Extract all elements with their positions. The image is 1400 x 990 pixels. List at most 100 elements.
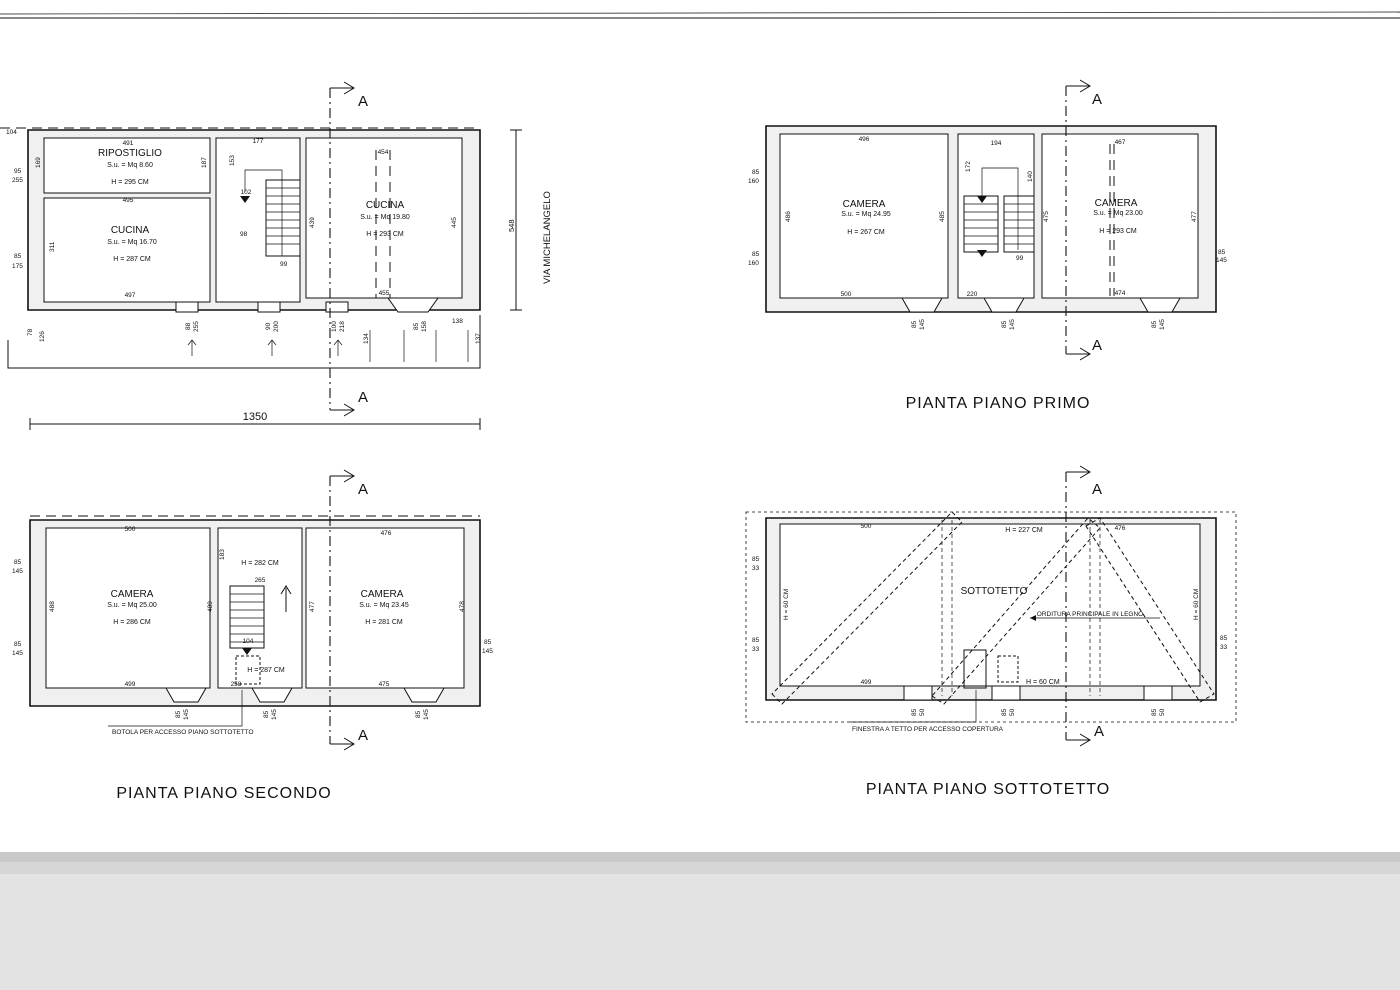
- room-area: S.u. = Mq 23.45: [359, 602, 409, 609]
- wall-height: H = 60 CM: [783, 589, 790, 620]
- room-name: CAMERA: [843, 199, 886, 210]
- dimension: 500: [861, 523, 872, 530]
- dimension: 104: [243, 638, 254, 645]
- room-height: H = 287 CM: [113, 256, 151, 263]
- section-mark-A: A: [358, 481, 368, 498]
- dimension: 85: [263, 710, 270, 718]
- dimension: 478: [459, 601, 466, 612]
- room-area: S.u. = Mq 23.00: [1093, 210, 1143, 217]
- dimension: 153: [229, 155, 236, 166]
- section-mark-A: A: [358, 727, 368, 744]
- ground-floor-plan: RIPOSTIGLIO S.u. = Mq 8.60 H = 295 CM CU…: [0, 81, 553, 430]
- dimension: 145: [1159, 319, 1166, 330]
- dimension: 177: [253, 138, 264, 145]
- dimension: 500: [125, 526, 136, 533]
- dimension: 85: [752, 251, 760, 258]
- dimension: 33: [752, 646, 760, 653]
- dimension: 477: [309, 601, 316, 612]
- stair-height: H = 282 CM: [241, 560, 279, 567]
- dimension: 172: [965, 161, 972, 172]
- room-area: S.u. = Mq 19.80: [360, 214, 410, 221]
- dimension: 78: [27, 328, 34, 336]
- dimension: 85: [484, 639, 492, 646]
- dimension: 311: [49, 241, 56, 252]
- dimension: 158: [421, 321, 428, 332]
- dimension: 200: [273, 321, 280, 332]
- dimension: 99: [280, 261, 288, 268]
- section-mark-A: A: [1092, 481, 1102, 498]
- room-height: H = 267 CM: [847, 229, 885, 236]
- dimension: 33: [1220, 644, 1228, 651]
- room-name: RIPOSTIGLIO: [98, 148, 162, 159]
- dimension: 495: [123, 197, 134, 204]
- dimension: 145: [482, 648, 493, 655]
- dimension: 85: [175, 710, 182, 718]
- dimension: 486: [785, 211, 792, 222]
- dimension: 85: [14, 641, 22, 648]
- dimension: 85: [1151, 708, 1158, 716]
- room-height: H = 295 CM: [111, 179, 149, 186]
- dimension-total-width: 1350: [243, 411, 267, 423]
- dimension: 99: [1016, 255, 1024, 262]
- dimension: 467: [1115, 139, 1126, 146]
- dimension: 160: [748, 178, 759, 185]
- dimension: 488: [49, 601, 56, 612]
- plan-title: PIANTA PIANO SOTTOTETTO: [866, 781, 1110, 798]
- dimension: 500: [841, 291, 852, 298]
- second-floor-plan: CAMERA S.u. = Mq 25.00 H = 286 CM CAMERA…: [12, 469, 493, 802]
- dimension: 187: [201, 157, 208, 168]
- dimension: 489: [207, 601, 214, 612]
- dimension: 160: [748, 260, 759, 267]
- dimension: 485: [939, 211, 946, 222]
- dimension: 445: [451, 217, 458, 228]
- roof-window-note: FINESTRA A TETTO PER ACCESSO COPERTURA: [852, 726, 1004, 733]
- dimension: 255: [12, 177, 23, 184]
- dimension: 497: [125, 292, 136, 299]
- room-height: H = 286 CM: [113, 619, 151, 626]
- section-mark-A: A: [358, 389, 368, 406]
- dimension: 491: [123, 140, 134, 147]
- dimension: 85: [752, 637, 760, 644]
- dimension: 90: [265, 322, 272, 330]
- dimension: 85: [752, 169, 760, 176]
- dimension: 218: [339, 321, 346, 332]
- attic-plan: SOTTOTETTO H = 227 CM ORDITURA PRINCIPAL…: [745, 465, 1237, 798]
- beam-label: ORDITURA PRINCIPALE IN LEGNO: [1037, 611, 1143, 618]
- dimension: 145: [1216, 257, 1227, 264]
- street-label: VIA MICHELANGELO: [542, 191, 553, 284]
- dimension: 100: [331, 321, 338, 332]
- dimension: 499: [861, 679, 872, 686]
- plan-title: PIANTA PIANO PRIMO: [906, 395, 1091, 412]
- dimension: 475: [379, 681, 390, 688]
- dimension: 455: [379, 290, 390, 297]
- stairs: [240, 169, 301, 257]
- dimension: 194: [991, 140, 1002, 147]
- dimension: 476: [1115, 525, 1126, 532]
- dimension: 102: [241, 189, 252, 196]
- roof-beams: [771, 511, 1215, 705]
- dimension: 477: [1191, 211, 1198, 222]
- room-name: CUCINA: [366, 200, 405, 211]
- dimension: 145: [271, 709, 278, 720]
- dimension: 85: [911, 708, 918, 716]
- room-name: CUCINA: [111, 225, 150, 236]
- dimension: 137: [475, 333, 482, 344]
- room-area: S.u. = Mq 8.60: [107, 162, 153, 169]
- dimension: 85: [14, 559, 22, 566]
- dimension: 175: [12, 263, 23, 270]
- dimension: 88: [185, 322, 192, 330]
- dimension: 85: [413, 322, 420, 330]
- dimension: 439: [309, 217, 316, 228]
- dimension: 85: [1220, 635, 1228, 642]
- dimension: 98: [240, 231, 248, 238]
- dimension: 145: [1009, 319, 1016, 330]
- dimension: 145: [183, 709, 190, 720]
- dimension: 95: [14, 168, 22, 175]
- dimension: 126: [39, 331, 46, 342]
- hatch-note: BOTOLA PER ACCESSO PIANO SOTTOTETTO: [112, 729, 254, 736]
- dimension: 475: [1043, 211, 1050, 222]
- dimension: 496: [859, 136, 870, 143]
- dimension: 85: [1218, 249, 1226, 256]
- first-floor-plan: CAMERA S.u. = Mq 24.95 H = 267 CM CAMERA…: [748, 79, 1227, 412]
